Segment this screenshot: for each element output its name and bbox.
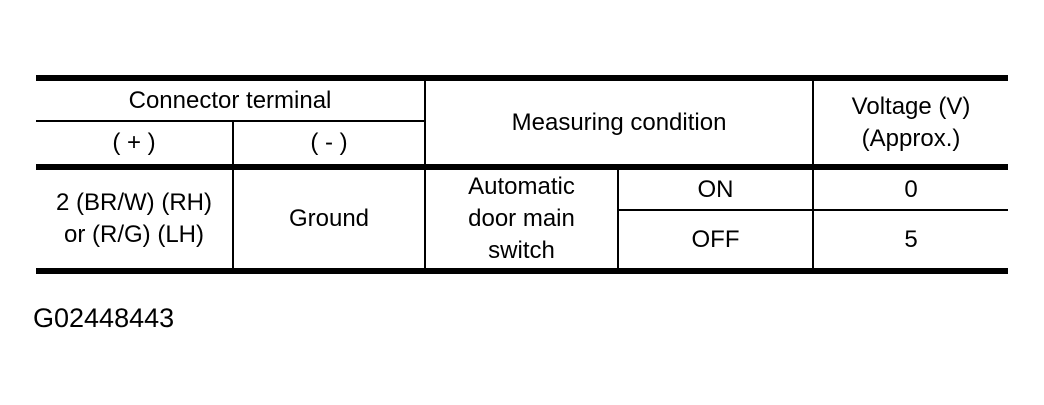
header-voltage-line2: (Approx.) [861, 124, 961, 152]
cell-voltage-off: 5 [904, 225, 918, 253]
cell-voltage-on: 0 [813, 167, 1009, 211]
cell-terminal-minus: Ground [233, 167, 427, 271]
cell-condition-line1: Automatic [468, 173, 575, 200]
header-voltage: Voltage (V) (Approx.) [813, 78, 1009, 170]
cell-terminal-plus-line1: 2 (BR/W) (RH) [56, 189, 212, 216]
figure-id: G02448443 [33, 303, 175, 333]
header-connector-terminal: Connector terminal [36, 78, 427, 122]
cell-switch-state-on: ON [618, 167, 815, 211]
cell-switch-state-off: OFF [618, 210, 815, 271]
cell-condition-line2: door main [468, 205, 575, 232]
cell-measuring-condition: Automatic door main switch [425, 167, 620, 271]
header-terminal-plus: ( + ) [36, 121, 234, 170]
cell-terminal-plus: 2 (BR/W) (RH) or (R/G) (LH) [36, 167, 234, 271]
cell-terminal-plus-line2: or (R/G) (LH) [64, 221, 204, 248]
header-voltage-line1: Voltage (V) [851, 92, 971, 120]
header-terminal-minus: ( - ) [233, 121, 427, 170]
header-measuring-condition: Measuring condition [425, 78, 815, 170]
cell-condition-line3: switch [488, 237, 555, 264]
voltage-spec-table: Connector terminal Measuring condition V… [36, 75, 1009, 274]
